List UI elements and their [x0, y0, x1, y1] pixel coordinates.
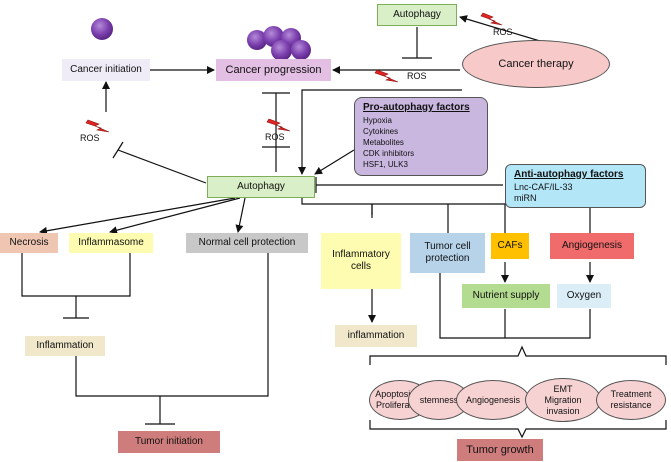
brace-top [369, 345, 667, 365]
tumor-growth-box: Tumor growth [457, 439, 543, 461]
cancer-progression-box: Cancer progression [216, 59, 331, 81]
pro-autophagy-factors-box: Pro-autophagy factors Hypoxia Cytokines … [354, 97, 488, 176]
lightning-icon [480, 12, 503, 26]
treatment-label: Treatment [610, 389, 652, 399]
proliferation-label: Proliferation [375, 400, 425, 410]
inflammatory-cells-box: Inflammatory cells [321, 233, 401, 289]
inhibit-autophagy-ros [117, 149, 207, 184]
angiogenesis-ellipse: Angiogenesis [456, 380, 530, 420]
cancer-cell-icon [91, 18, 113, 40]
pro-factor-item: Cytokines [363, 127, 399, 136]
pro-factor-item: HSF1, ULK3 [363, 160, 408, 169]
nutrient-supply-box: Nutrient supply [462, 284, 550, 308]
emt-label: EMT [553, 383, 573, 394]
lightning-icon [266, 118, 291, 132]
ros-label: ROS [493, 27, 513, 37]
pro-factors-title: Pro-autophagy factors [363, 102, 470, 113]
tumor-cell-protection-box: Tumor cell protection [410, 233, 485, 273]
necrosis-box: Necrosis [0, 233, 58, 253]
lightning-icon [85, 119, 110, 133]
ros-label: ROS [407, 71, 427, 81]
anti-factor-item: miRN [514, 193, 537, 203]
line-to-tumor-initiation [75, 252, 269, 397]
oxygen-box: Oxygen [557, 284, 611, 308]
inflammation-lower-box: inflammation [335, 325, 417, 347]
lightning-icon [374, 69, 399, 83]
cafs-box: CAFs [491, 233, 529, 259]
arrow-to-normal-protection [235, 197, 246, 233]
anti-factor-item: Lnc-CAF/IL-33 [514, 182, 573, 192]
line-necrosis-inflammasome [21, 252, 131, 297]
autophagy-center-box: Autophagy [207, 176, 315, 198]
brace-bottom [369, 420, 667, 439]
cancer-therapy-ellipse: Cancer therapy [462, 40, 610, 88]
resistance-label: resistance [610, 400, 652, 410]
line-right-branch [301, 198, 590, 205]
apoptosis-label: Apoptosis [375, 389, 415, 399]
pro-factor-item: Metabolites [363, 138, 404, 147]
cancer-cell-cluster-icon [247, 30, 267, 50]
line-merge-supply [439, 272, 591, 339]
autophagy-top-box: Autophagy [377, 4, 457, 26]
emt-migration-invasion-ellipse: EMT Migration invasion [525, 378, 601, 422]
arrow-to-inflammasome [109, 197, 241, 235]
arrow-to-necrosis [39, 197, 236, 235]
treatment-resistance-ellipse: Treatment resistance [596, 380, 666, 420]
normal-cell-protection-box: Normal cell protection [186, 233, 308, 253]
anti-autophagy-factors-box: Anti-autophagy factors Lnc-CAF/IL-33 miR… [505, 164, 646, 208]
anti-factors-title: Anti-autophagy factors [514, 169, 624, 180]
ros-label: ROS [265, 132, 285, 142]
angiogenesis-box: Angiogenesis [550, 233, 634, 259]
tumor-initiation-box: Tumor initiation [118, 431, 220, 453]
pro-factor-item: Hypoxia [363, 116, 392, 125]
migration-label: Migration [544, 394, 582, 405]
invasion-label: invasion [546, 405, 580, 416]
inflammasome-box: Inflammasome [69, 233, 153, 253]
ros-label: ROS [80, 133, 100, 143]
inflammation-box: Inflammation [25, 336, 105, 356]
arrow-pro-factors [314, 149, 355, 175]
pro-factor-item: CDK inhibitors [363, 149, 415, 158]
arrow-therapy-to-autophagy [298, 89, 462, 175]
cancer-initiation-box: Cancer initiation [62, 59, 150, 81]
